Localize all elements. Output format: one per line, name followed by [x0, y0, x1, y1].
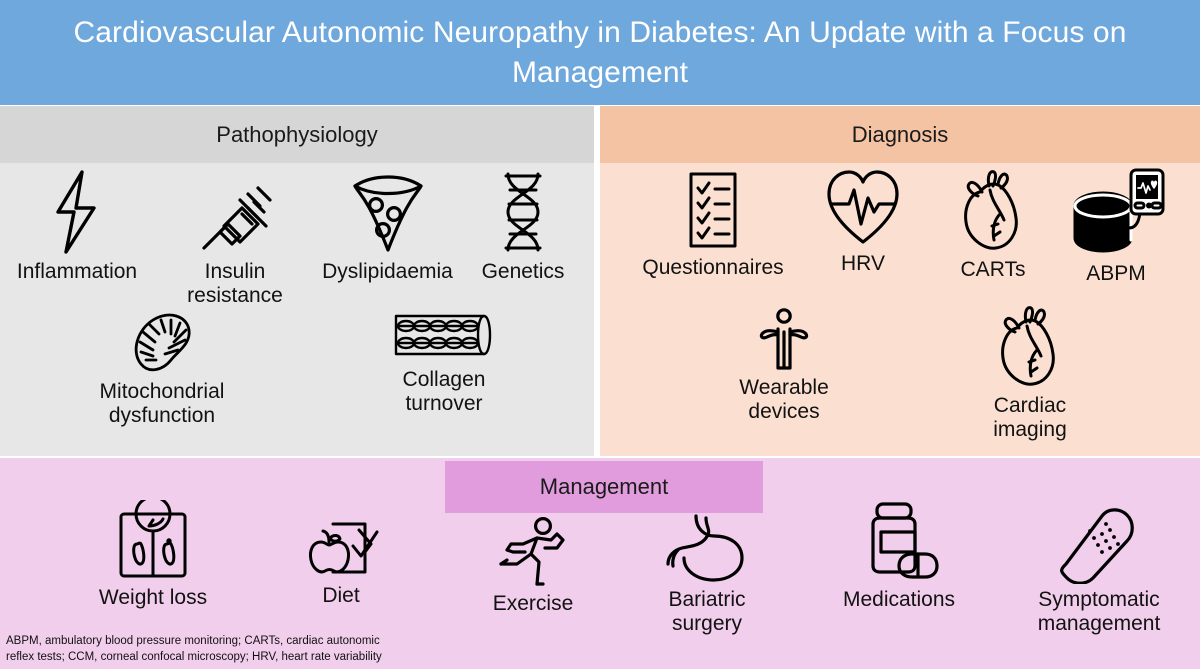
anatomical-heart-icon — [960, 166, 1026, 254]
item-label: Collagen turnover — [402, 368, 486, 415]
apple-checklist-icon — [303, 506, 379, 580]
section-title-diagnosis: Diagnosis — [851, 121, 949, 147]
item-wearable-devices[interactable]: Wearable devices — [704, 308, 864, 423]
heart-ecg-icon — [827, 168, 899, 248]
pill-bottle-icon — [859, 500, 939, 584]
footnote-abbreviations: ABPM, ambulatory blood pressure monitori… — [6, 635, 382, 663]
section-title-management: Management — [539, 474, 669, 499]
item-exercise[interactable]: Exercise — [450, 516, 616, 616]
item-label: Dyslipidaemia — [322, 260, 453, 283]
page-title: Cardiovascular Autonomic Neuropathy in D… — [73, 15, 1127, 89]
item-mitochondrial-dysfunction[interactable]: Mitochondrial dysfunction — [72, 308, 252, 427]
title-bar: Cardiovascular Autonomic Neuropathy in D… — [0, 0, 1200, 105]
item-label: Cardiac imaging — [993, 394, 1067, 441]
item-abpm[interactable]: ABPM — [1046, 166, 1186, 286]
item-collagen-turnover[interactable]: Collagen turnover — [354, 306, 534, 415]
item-insulin-resistance[interactable]: Insulin resistance — [160, 168, 310, 307]
item-label: Weight loss — [98, 586, 208, 609]
item-label: Genetics — [481, 260, 565, 283]
bathroom-scale-icon — [111, 500, 195, 582]
item-label: Mitochondrial dysfunction — [99, 380, 225, 427]
item-cardiac-imaging[interactable]: Cardiac imaging — [950, 302, 1110, 441]
person-wearable-icon — [757, 308, 811, 372]
item-label: Medications — [842, 588, 956, 611]
item-label: Inflammation — [16, 260, 138, 283]
section-diagnosis: Diagnosis Questionnaires — [600, 106, 1200, 456]
item-medications[interactable]: Medications — [816, 500, 982, 612]
item-label: ABPM — [1086, 262, 1146, 285]
collagen-fibril-icon — [388, 306, 500, 364]
item-diet[interactable]: Diet — [258, 506, 424, 608]
anatomical-heart-icon — [997, 302, 1063, 390]
item-label: Symptomatic management — [1037, 588, 1161, 635]
bandage-icon — [1056, 506, 1142, 584]
item-questionnaires[interactable]: Questionnaires — [618, 168, 808, 280]
item-label: Wearable devices — [739, 376, 829, 423]
item-label: HRV — [841, 252, 885, 275]
section-title-pathophysiology: Pathophysiology — [216, 121, 378, 147]
section-pathophysiology: Pathophysiology Inflammation — [0, 106, 594, 456]
item-label: CARTs — [960, 258, 1026, 281]
item-bariatric-surgery[interactable]: Bariatric surgery — [624, 512, 790, 635]
item-weight-loss[interactable]: Weight loss — [68, 500, 238, 610]
item-label: Insulin resistance — [187, 260, 283, 307]
syringe-icon — [196, 168, 274, 256]
item-dyslipidaemia[interactable]: Dyslipidaemia — [300, 168, 475, 284]
stomach-icon — [662, 512, 752, 584]
running-person-icon — [493, 516, 573, 588]
item-label: Bariatric surgery — [668, 588, 746, 635]
item-symptomatic-management[interactable]: Symptomatic management — [1006, 506, 1192, 635]
blood-pressure-cuff-icon — [1067, 166, 1165, 258]
item-hrv[interactable]: HRV — [800, 168, 926, 276]
item-carts[interactable]: CARTs — [930, 166, 1056, 282]
lightning-bolt-icon — [44, 168, 110, 256]
pizza-slice-icon — [345, 168, 431, 256]
section-header-pathophysiology: Pathophysiology — [0, 106, 594, 163]
mitochondrion-icon — [129, 308, 195, 376]
dna-helix-icon — [494, 168, 552, 256]
section-header-management: Management — [445, 461, 763, 513]
item-label: Diet — [322, 584, 360, 607]
checklist-document-icon — [681, 168, 745, 252]
item-genetics[interactable]: Genetics — [462, 168, 584, 284]
item-label: Questionnaires — [642, 256, 784, 279]
item-inflammation[interactable]: Inflammation — [2, 168, 152, 284]
item-label: Exercise — [492, 592, 574, 615]
section-header-diagnosis: Diagnosis — [600, 106, 1200, 163]
